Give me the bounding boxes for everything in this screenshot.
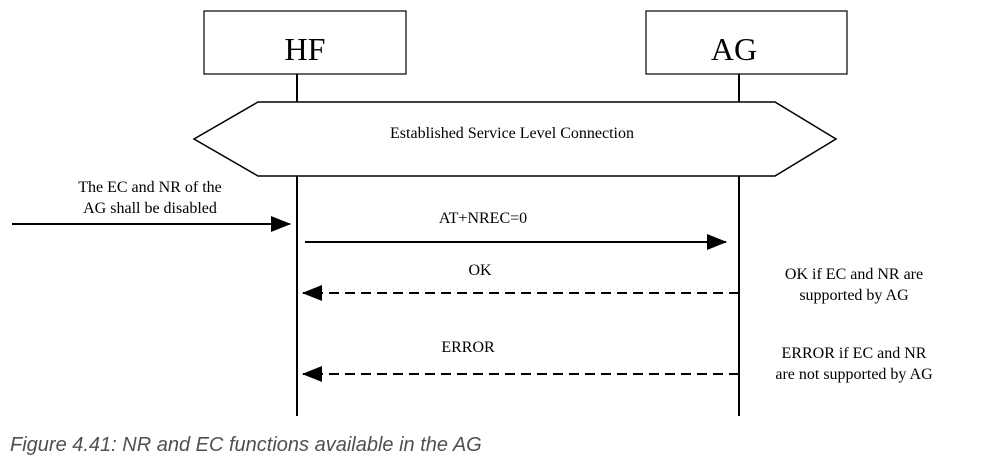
figure-caption: Figure 4.41: NR and EC functions availab…: [10, 434, 482, 456]
ag-label: AG: [711, 31, 757, 67]
ag-entity-box: AG: [645, 10, 848, 75]
sequence-diagram: HF AG Established Service Level Connecti…: [12, 10, 933, 416]
hf-label: HF: [285, 31, 326, 67]
ok-note-line2: supported by AG: [799, 287, 909, 304]
trigger-note-line2: AG shall be disabled: [83, 200, 217, 217]
error-note-line2: are not supported by AG: [775, 366, 933, 383]
request-message-label: AT+NREC=0: [439, 210, 527, 227]
hf-entity-box: HF: [203, 10, 407, 75]
ok-note-line1: OK if EC and NR are: [785, 266, 923, 283]
ok-message-label: OK: [468, 262, 492, 279]
service-level-connection: Established Service Level Connection: [192, 101, 838, 177]
error-note-line1: ERROR if EC and NR: [782, 345, 927, 362]
trigger-note-line1: The EC and NR of the: [78, 179, 222, 196]
error-message-label: ERROR: [441, 339, 495, 356]
connection-label: Established Service Level Connection: [390, 125, 634, 142]
